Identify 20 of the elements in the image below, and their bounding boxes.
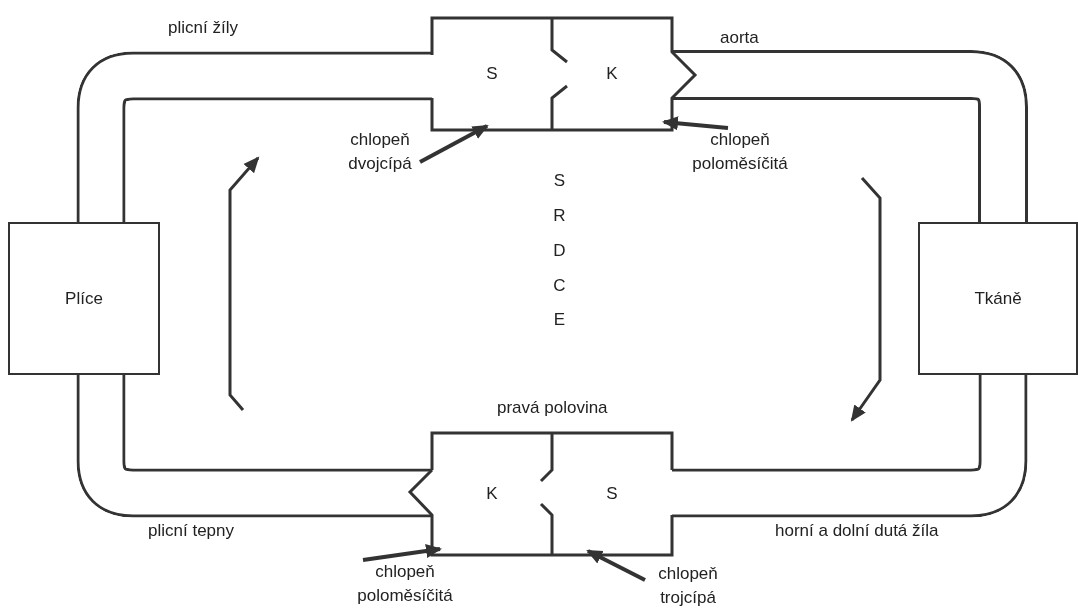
organ-box: Plíce [8,222,160,375]
valve-label: chlopeň poloměsíčitá [686,128,794,176]
leader-arrow [419,124,489,164]
leader-arrow [662,116,729,131]
blood-vessel [76,51,432,222]
vessel-label: aorta [720,28,759,48]
blood-vessel [672,50,1028,222]
valve-label: chlopeň poloměsíčitá [351,560,459,608]
valve-label: chlopeň dvojcípá [340,128,420,176]
heart-label: SRDCE [552,170,567,332]
vessel-label: plicní žíly [168,18,238,38]
leader-arrow [362,544,442,562]
vessel-label: horní a dolní dutá žíla [775,521,939,541]
blood-vessel [76,375,432,518]
blood-vessel [672,375,1028,518]
vessel-label: plicní tepny [148,521,234,541]
organ-box: Tkáně [918,222,1078,375]
heart-half-label: pravá polovina [497,398,608,418]
valve-label: chlopeň trojcípá [645,562,731,610]
leader-arrow [586,549,646,582]
